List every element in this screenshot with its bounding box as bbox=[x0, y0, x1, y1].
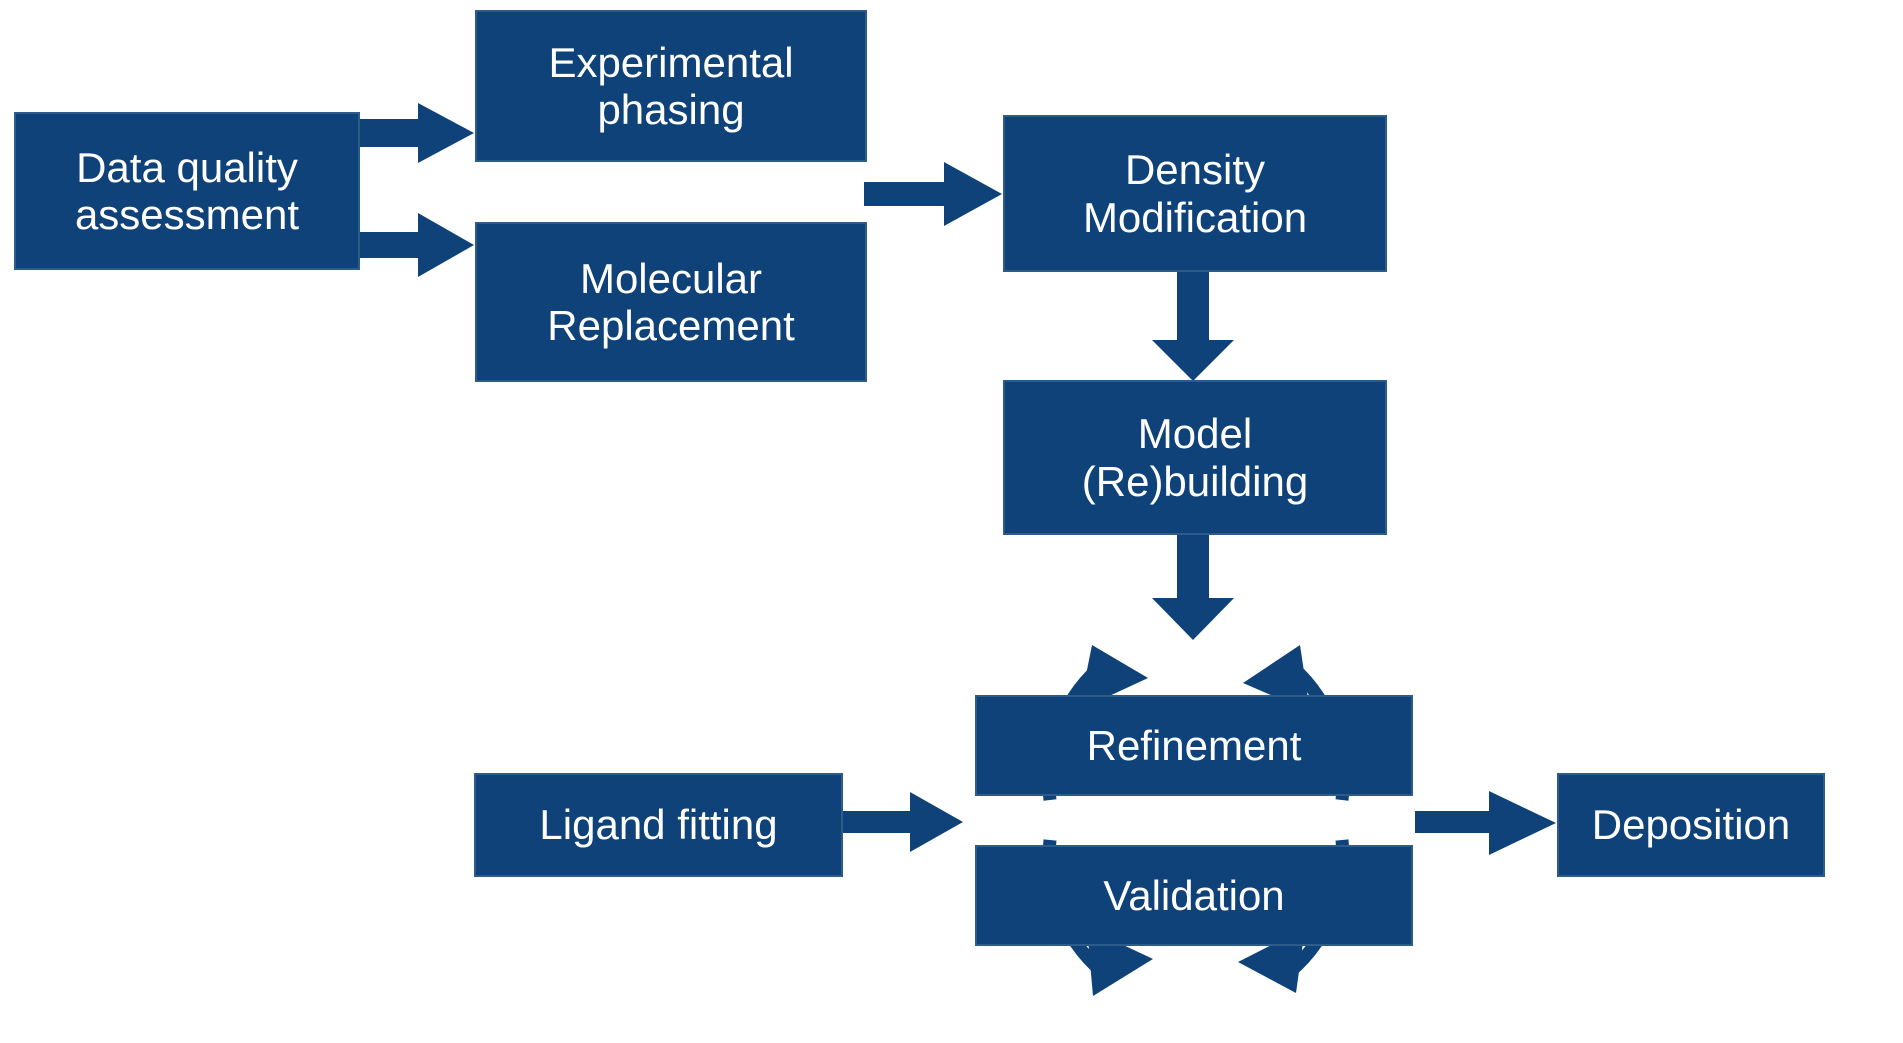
node-label: Data quality assessment bbox=[74, 143, 300, 238]
node-density-modification[interactable]: Density Modification bbox=[1003, 115, 1387, 272]
node-label: Refinement bbox=[1086, 721, 1302, 769]
arrow-model-to-refinement bbox=[1152, 535, 1234, 640]
arrow-phasing-to-density bbox=[864, 162, 1002, 226]
node-label: Molecular Replacement bbox=[547, 254, 795, 349]
node-label: Experimental phasing bbox=[548, 38, 794, 133]
node-label: Validation bbox=[1103, 871, 1285, 919]
node-experimental-phasing[interactable]: Experimental phasing bbox=[475, 10, 867, 162]
node-ligand-fitting[interactable]: Ligand fitting bbox=[474, 773, 843, 877]
arrow-dataquality-to-expphasing bbox=[358, 103, 474, 163]
node-label: Ligand fitting bbox=[539, 801, 778, 849]
node-deposition[interactable]: Deposition bbox=[1557, 773, 1825, 877]
node-refinement[interactable]: Refinement bbox=[975, 695, 1413, 796]
arrow-ligand-to-cycle bbox=[841, 792, 963, 852]
node-validation[interactable]: Validation bbox=[975, 845, 1413, 946]
node-label: Density Modification bbox=[1082, 146, 1308, 241]
arrow-dataquality-to-molrep bbox=[358, 213, 474, 277]
node-model-rebuilding[interactable]: Model (Re)building bbox=[1003, 380, 1387, 535]
arrow-density-to-model bbox=[1152, 272, 1234, 381]
node-data-quality-assessment[interactable]: Data quality assessment bbox=[14, 112, 360, 270]
node-molecular-replacement[interactable]: Molecular Replacement bbox=[475, 222, 867, 382]
arrow-cycle-to-deposition bbox=[1415, 791, 1556, 855]
node-label: Model (Re)building bbox=[1081, 410, 1309, 505]
node-label: Deposition bbox=[1591, 801, 1791, 849]
